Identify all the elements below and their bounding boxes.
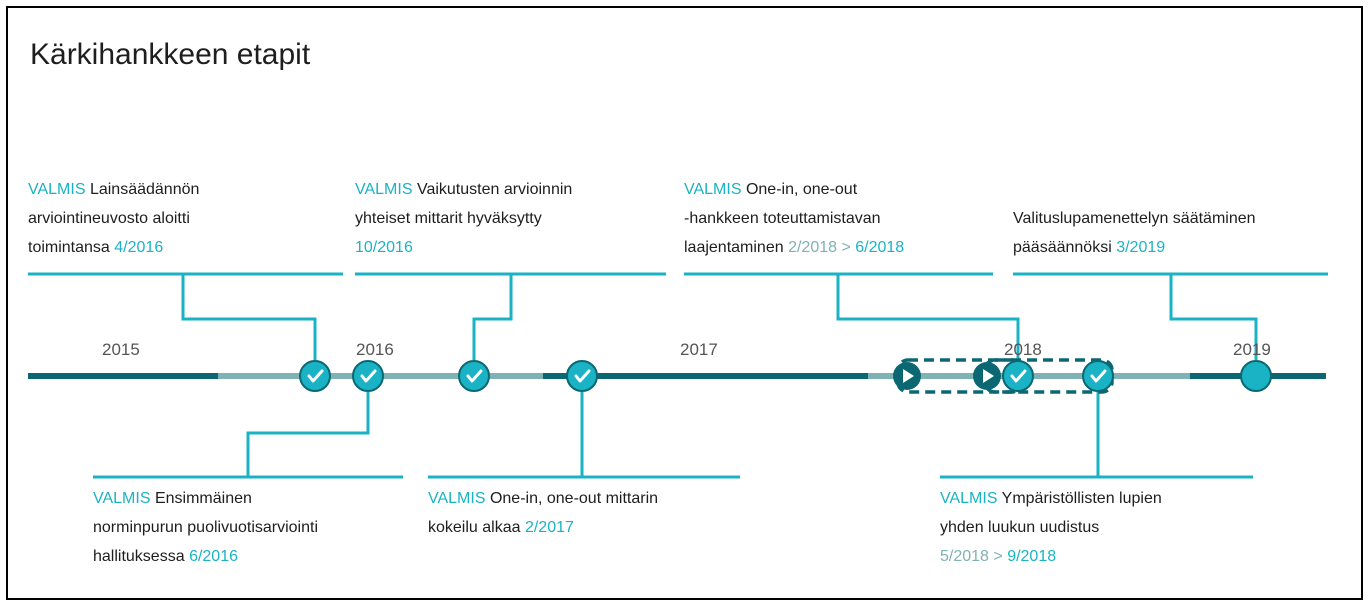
- connector-m2: [472, 274, 513, 360]
- date-arrow: >: [993, 548, 1003, 565]
- page-title: Kärkihankkeen etapit: [30, 38, 311, 71]
- check-icon: [299, 360, 331, 392]
- timeline-graphic: [28, 272, 1328, 479]
- year-label: 2016: [356, 340, 394, 359]
- milestone-date: 9/2018: [1007, 548, 1057, 565]
- status-label: VALMIS: [28, 181, 86, 198]
- date-arrow: >: [841, 239, 851, 256]
- check-icon: [458, 360, 490, 392]
- status-label: VALMIS: [940, 490, 998, 507]
- check-icon: [1002, 360, 1034, 392]
- milestone-date: 2/2017: [524, 519, 574, 536]
- year-label: 2019: [1233, 340, 1271, 359]
- milestone-date: 6/2016: [189, 548, 238, 565]
- milestone-date: 3/2019: [1116, 239, 1166, 256]
- diagram-frame: Kärkihankkeen etapit: [6, 6, 1363, 600]
- status-label: VALMIS: [684, 181, 742, 198]
- milestone-label: VALMIS One-in, one-out -hankkeen toteutt…: [684, 181, 905, 256]
- check-icon: [566, 360, 598, 392]
- milestone-label: VALMIS Ympäristöllisten lupien yhden luu…: [940, 490, 1162, 565]
- milestone-label: VALMIS One-in, one-out mittarin kokeilu …: [428, 490, 659, 536]
- play-icon: [893, 362, 921, 390]
- milestone-date: 6/2018: [855, 239, 905, 256]
- check-icon: [1082, 360, 1114, 392]
- milestone-date-old: 5/2018: [940, 548, 989, 565]
- year-label: 2018: [1004, 340, 1042, 359]
- play-icon: [973, 362, 1001, 390]
- milestone-label: VALMIS Lainsäädännön arviointineuvosto a…: [28, 181, 200, 256]
- connector-lines: [28, 272, 1328, 479]
- connector-m1: [181, 274, 317, 360]
- milestone-label: Valituslupamenettelyn säätäminen pääsään…: [1013, 210, 1256, 256]
- milestone-label: VALMIS Vaikutusten arvioinnin yhteiset m…: [355, 181, 573, 256]
- check-icon: [352, 360, 384, 392]
- status-label: VALMIS: [93, 490, 151, 507]
- status-label: VALMIS: [428, 490, 486, 507]
- play-markers: [893, 362, 1001, 390]
- milestone-date: 4/2016: [114, 239, 164, 256]
- connector-m5: [246, 392, 370, 477]
- check-markers: [299, 360, 1114, 392]
- year-label: 2017: [680, 340, 718, 359]
- future-marker: [1240, 360, 1272, 392]
- milestone-date-old: 2/2018: [788, 239, 838, 256]
- status-label: VALMIS: [355, 181, 413, 198]
- connector-m4: [1169, 274, 1258, 360]
- milestone-label: VALMIS Ensimmäinen norminpurun puolivuot…: [93, 490, 319, 565]
- connector-m3: [836, 274, 1020, 360]
- milestone-date: 10/2016: [355, 239, 413, 256]
- year-label: 2015: [102, 340, 140, 359]
